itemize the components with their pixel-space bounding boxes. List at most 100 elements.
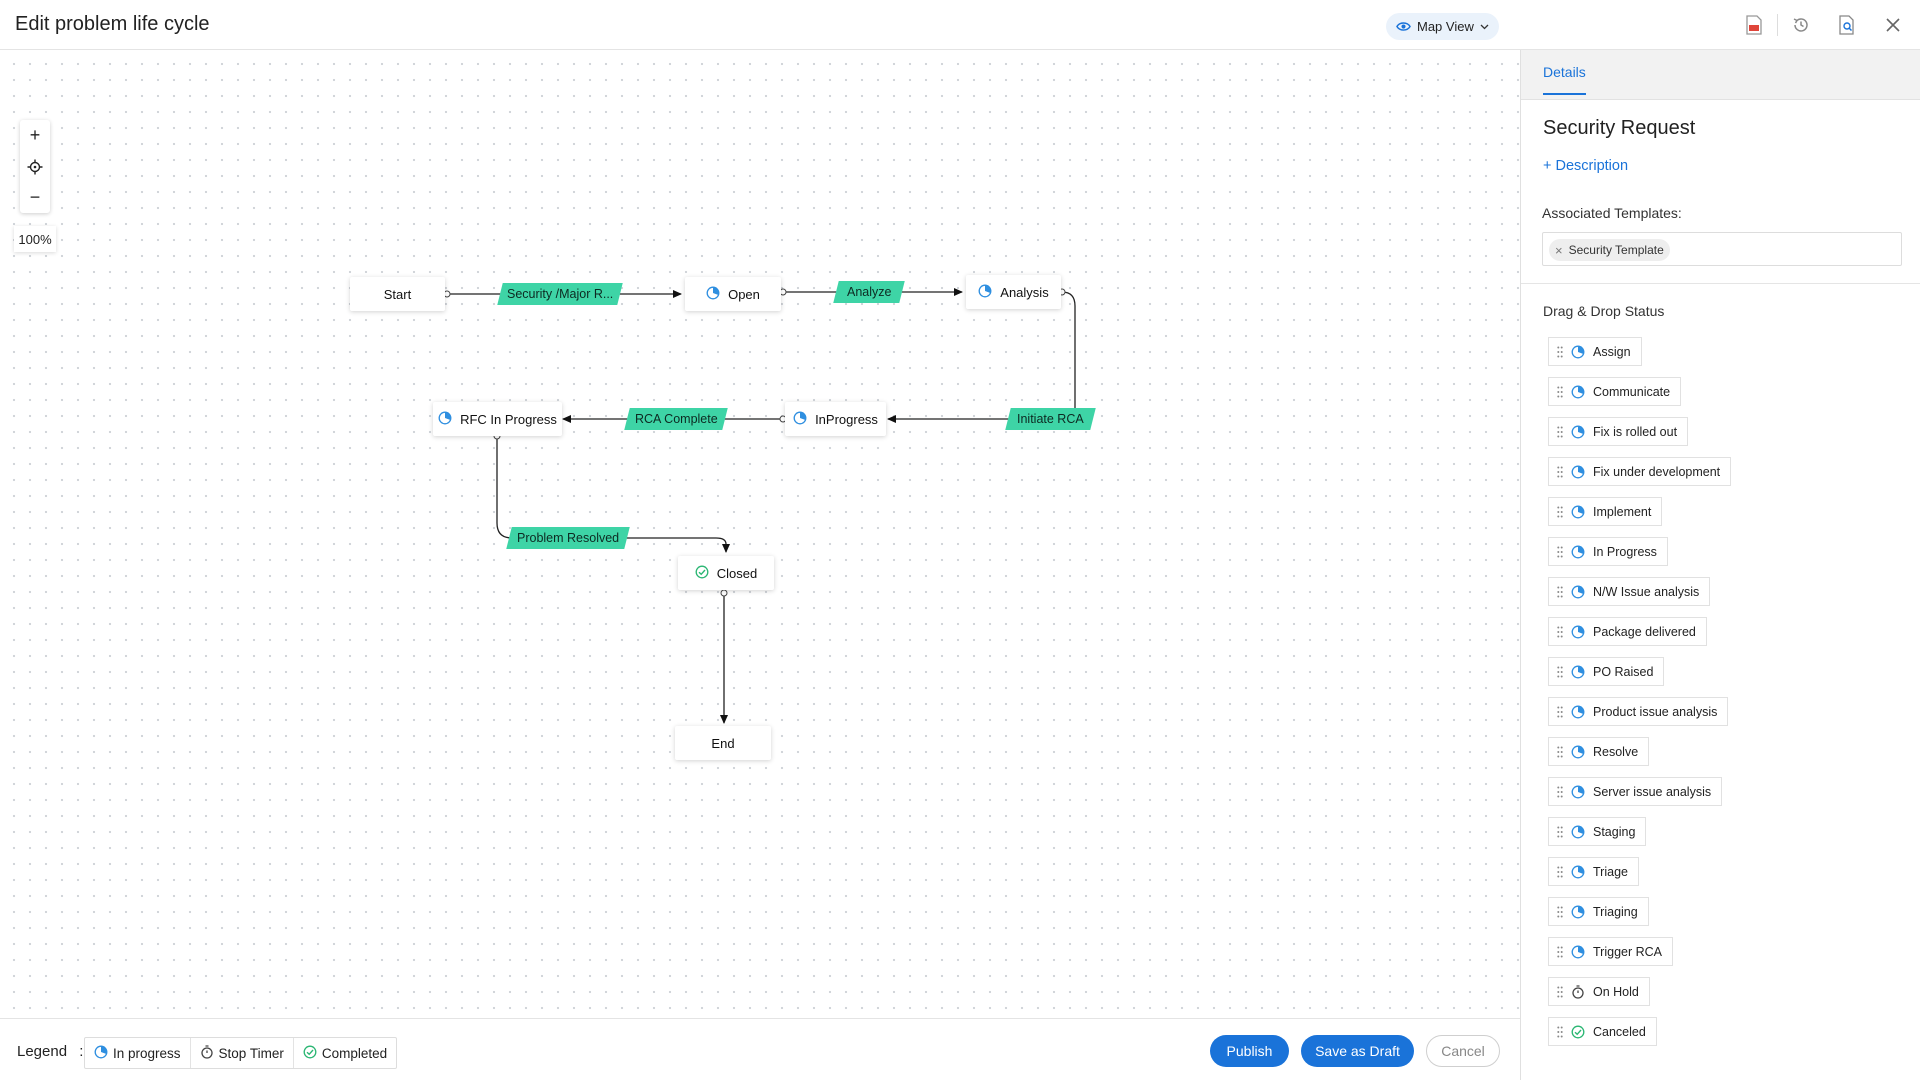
in-progress-icon bbox=[1571, 625, 1585, 639]
status-item[interactable]: Package delivered bbox=[1548, 617, 1707, 646]
drag-handle-icon[interactable] bbox=[1549, 386, 1571, 398]
transition-rca-complete[interactable]: RCA Complete bbox=[624, 408, 728, 430]
legend-stop-timer: Stop Timer bbox=[191, 1038, 294, 1068]
status-item[interactable]: Triage bbox=[1548, 857, 1639, 886]
node-closed[interactable]: Closed bbox=[678, 556, 774, 590]
footer-bar: Legend : In progress Stop Timer Complete… bbox=[0, 1018, 1520, 1080]
status-item[interactable]: Fix under development bbox=[1548, 457, 1732, 486]
node-rfc-in-progress[interactable]: RFC In Progress bbox=[433, 402, 562, 436]
document-search-icon[interactable] bbox=[1832, 10, 1862, 40]
status-item[interactable]: PO Raised bbox=[1548, 657, 1665, 686]
node-label: Closed bbox=[716, 565, 758, 581]
drag-handle-icon[interactable] bbox=[1549, 746, 1571, 758]
drag-handle-icon[interactable] bbox=[1549, 1026, 1571, 1038]
drag-handle-icon[interactable] bbox=[1549, 666, 1571, 678]
status-item[interactable]: Assign bbox=[1548, 337, 1642, 366]
status-item[interactable]: Resolve bbox=[1548, 737, 1650, 766]
drag-handle-icon[interactable] bbox=[1549, 706, 1571, 718]
status-item[interactable]: In Progress bbox=[1548, 537, 1668, 566]
status-item[interactable]: Communicate bbox=[1548, 377, 1682, 406]
node-analysis[interactable]: Analysis bbox=[966, 275, 1061, 309]
in-progress-icon bbox=[1571, 345, 1585, 359]
recenter-icon[interactable] bbox=[20, 151, 50, 182]
legend-label: Legend : bbox=[17, 1043, 84, 1060]
node-open[interactable]: Open bbox=[685, 277, 781, 311]
map-view-toggle[interactable]: Map View bbox=[1386, 13, 1499, 40]
completed-icon bbox=[1571, 1025, 1585, 1039]
status-item[interactable]: Product issue analysis bbox=[1548, 697, 1729, 726]
node-inprogress[interactable]: InProgress bbox=[785, 402, 886, 436]
tab-details[interactable]: Details bbox=[1543, 64, 1586, 95]
status-item[interactable]: Fix is rolled out bbox=[1548, 417, 1689, 446]
status-item[interactable]: Staging bbox=[1548, 817, 1647, 846]
status-label: Package delivered bbox=[1593, 624, 1696, 639]
cancel-button[interactable]: Cancel bbox=[1426, 1035, 1500, 1067]
drag-handle-icon[interactable] bbox=[1549, 946, 1571, 958]
node-label: End bbox=[711, 735, 735, 751]
drag-handle-icon[interactable] bbox=[1549, 426, 1571, 438]
status-label: PO Raised bbox=[1593, 664, 1654, 679]
transition-analyze[interactable]: Analyze bbox=[833, 281, 905, 303]
drag-handle-icon[interactable] bbox=[1549, 346, 1571, 358]
in-progress-icon bbox=[1571, 745, 1585, 759]
status-item[interactable]: N/W Issue analysis bbox=[1548, 577, 1711, 606]
status-label: Trigger RCA bbox=[1593, 944, 1662, 959]
in-progress-icon bbox=[1571, 705, 1585, 719]
status-item[interactable]: On Hold bbox=[1548, 977, 1650, 1006]
associated-templates-field[interactable]: × Security Template bbox=[1542, 232, 1902, 266]
connectors bbox=[443, 288, 1076, 724]
add-description-link[interactable]: + Description bbox=[1543, 158, 1629, 174]
status-label: Communicate bbox=[1593, 384, 1671, 399]
drag-handle-icon[interactable] bbox=[1549, 826, 1571, 838]
zoom-out-icon[interactable]: − bbox=[29, 187, 41, 207]
status-item[interactable]: Implement bbox=[1548, 497, 1663, 526]
status-label: Canceled bbox=[1593, 1024, 1646, 1039]
node-end[interactable]: End bbox=[675, 726, 771, 760]
completed-icon bbox=[303, 1045, 317, 1062]
transition-problem-resolved[interactable]: Problem Resolved bbox=[506, 527, 630, 549]
status-label: In Progress bbox=[1593, 544, 1657, 559]
node-label: Analysis bbox=[1000, 284, 1049, 300]
status-label: Product issue analysis bbox=[1593, 704, 1718, 719]
status-item[interactable]: Triaging bbox=[1548, 897, 1649, 926]
node-label: RFC In Progress bbox=[460, 411, 557, 427]
drag-handle-icon[interactable] bbox=[1549, 506, 1571, 518]
node-start[interactable]: Start bbox=[350, 277, 445, 311]
status-label: Triage bbox=[1593, 864, 1628, 879]
remove-chip-icon[interactable]: × bbox=[1555, 242, 1563, 258]
pdf-icon[interactable] bbox=[1739, 10, 1769, 40]
node-label: InProgress bbox=[815, 411, 878, 427]
drag-handle-icon[interactable] bbox=[1549, 466, 1571, 478]
history-icon[interactable] bbox=[1786, 10, 1816, 40]
drag-handle-icon[interactable] bbox=[1549, 546, 1571, 558]
drag-handle-icon[interactable] bbox=[1549, 626, 1571, 638]
in-progress-icon bbox=[94, 1045, 108, 1062]
drag-drop-title: Drag & Drop Status bbox=[1543, 303, 1665, 319]
save-draft-button[interactable]: Save as Draft bbox=[1301, 1035, 1414, 1067]
status-label: On Hold bbox=[1593, 984, 1639, 999]
legend: In progress Stop Timer Completed bbox=[84, 1037, 398, 1069]
status-item[interactable]: Server issue analysis bbox=[1548, 777, 1723, 806]
close-icon[interactable] bbox=[1878, 10, 1908, 40]
transition-initiate-rca[interactable]: Initiate RCA bbox=[1005, 408, 1096, 430]
status-item[interactable]: Trigger RCA bbox=[1548, 937, 1673, 966]
zoom-in-icon[interactable]: + bbox=[29, 125, 41, 145]
map-view-label: Map View bbox=[1417, 19, 1474, 34]
drag-handle-icon[interactable] bbox=[1549, 986, 1571, 998]
drag-handle-icon[interactable] bbox=[1549, 906, 1571, 918]
stop-timer-icon bbox=[200, 1044, 214, 1062]
header-bar: Edit problem life cycle Map View bbox=[0, 0, 1920, 50]
eye-icon bbox=[1396, 22, 1411, 31]
workflow-canvas[interactable]: + − 100% Start Open Analysis RFC In Prog… bbox=[0, 50, 1520, 1018]
drag-handle-icon[interactable] bbox=[1549, 866, 1571, 878]
drag-handle-icon[interactable] bbox=[1549, 786, 1571, 798]
node-label: Start bbox=[383, 286, 412, 302]
publish-button[interactable]: Publish bbox=[1210, 1035, 1289, 1067]
drag-handle-icon[interactable] bbox=[1549, 586, 1571, 598]
in-progress-icon bbox=[706, 286, 720, 303]
status-item[interactable]: Canceled bbox=[1548, 1017, 1657, 1046]
transition-security-major[interactable]: Security /Major R... bbox=[497, 283, 623, 305]
in-progress-icon bbox=[1571, 385, 1585, 399]
in-progress-icon bbox=[1571, 505, 1585, 519]
panel-tabs: Details bbox=[1521, 50, 1920, 100]
